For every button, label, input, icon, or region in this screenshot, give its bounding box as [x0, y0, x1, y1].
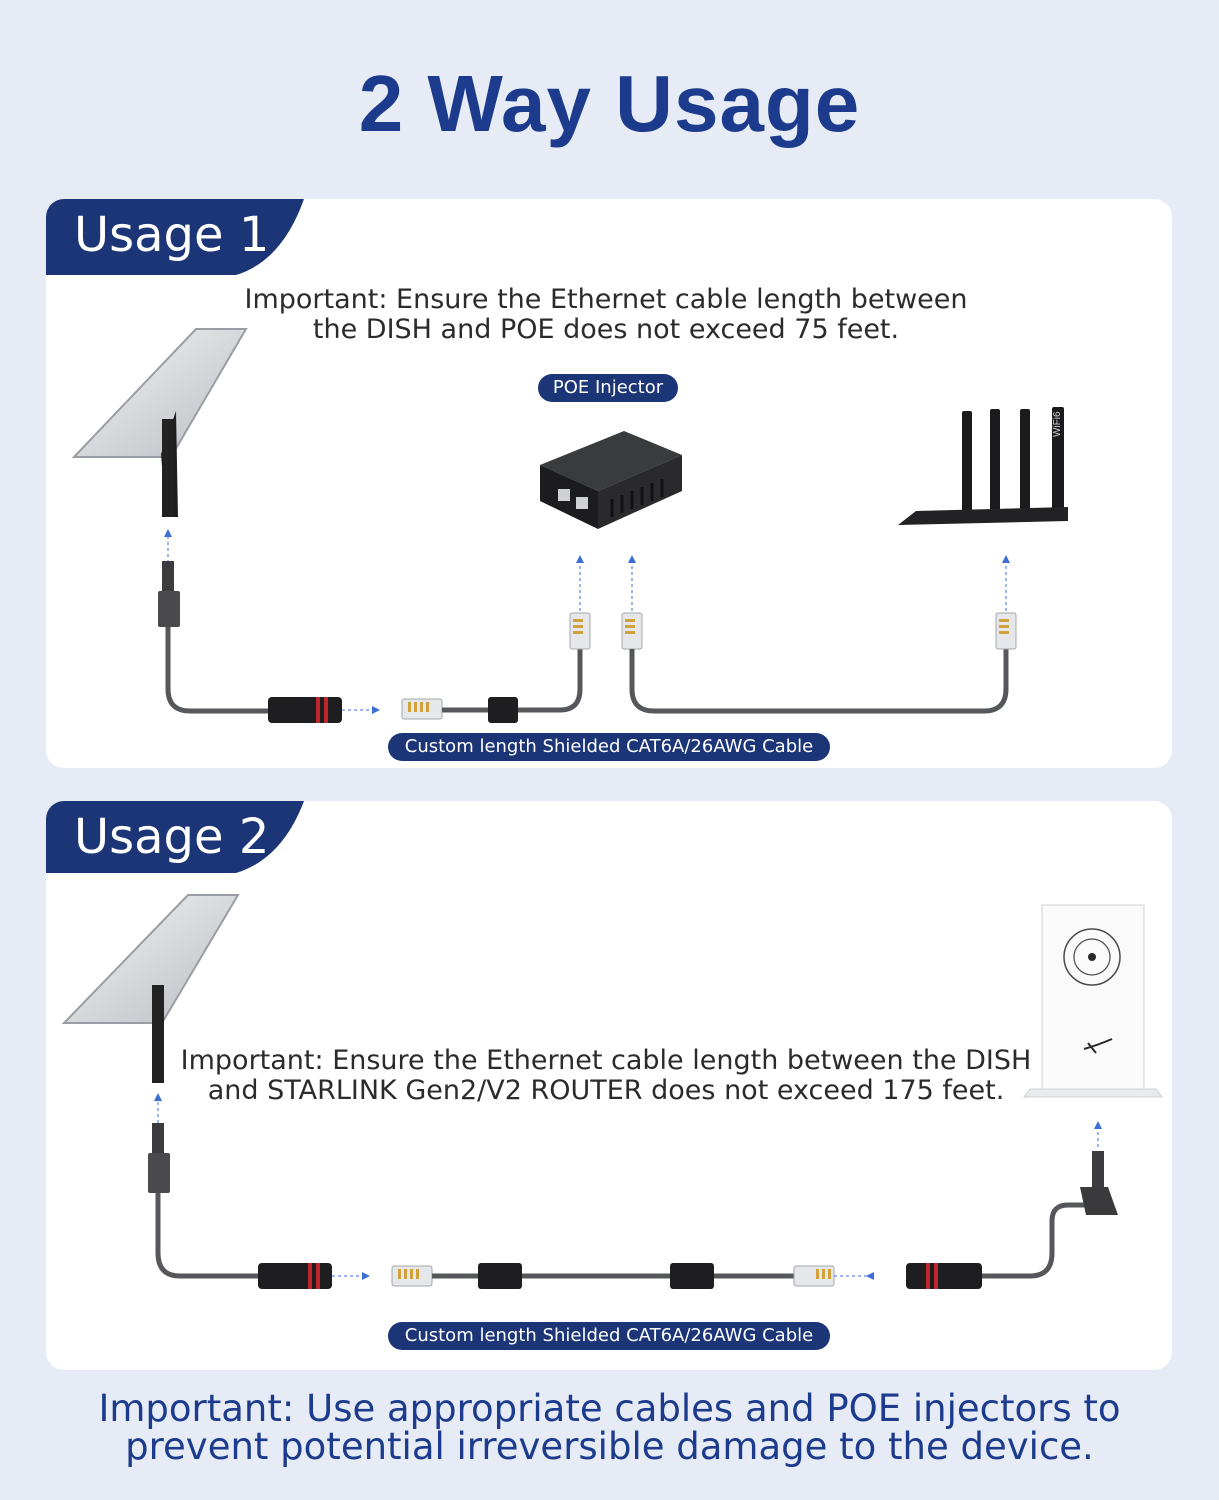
footer-line-1: Important: Use appropriate cables and PO… — [98, 1387, 1121, 1430]
rj45-plug-icon — [621, 612, 643, 650]
rj45-plug-icon — [569, 612, 591, 650]
usage-1-panel: WiFi6 Usage 1 Important: Ensure the Ethe… — [46, 199, 1172, 768]
rj45-plug-icon — [401, 698, 443, 720]
usage-2-tab-shape — [46, 801, 304, 873]
router-mark: WiFi6 — [1052, 411, 1063, 437]
coupler-icon — [478, 1263, 522, 1289]
usage-1-note-line-1: Important: Ensure the Ethernet cable len… — [244, 284, 968, 315]
waterproof-connector-icon — [258, 1263, 332, 1289]
dish-plug-icon — [158, 561, 180, 627]
usage-2-tab: Usage 2 — [74, 809, 270, 865]
footer-line-2: prevent potential irreversible damage to… — [125, 1425, 1094, 1468]
waterproof-connector-icon — [906, 1263, 982, 1289]
starlink-dish-icon — [71, 328, 248, 517]
usage-1-tab: Usage 1 — [74, 207, 270, 263]
usage-1-note-line-2: the DISH and POE does not exceed 75 feet… — [312, 314, 900, 345]
usage-1-diagram: WiFi6 — [71, 328, 1068, 723]
usage-2-cable-label: Custom length Shielded CAT6A/26AWG Cable — [388, 1322, 830, 1350]
usage-2-diagram — [61, 894, 1163, 1289]
page-title: 2 Way Usage — [358, 59, 861, 148]
usage-1-tab-shape — [46, 199, 304, 275]
coupler-icon — [488, 697, 518, 723]
rj45-plug-icon — [995, 612, 1017, 650]
dish-plug-icon — [148, 1123, 170, 1193]
waterproof-connector-icon — [268, 697, 342, 723]
rj45-plug-icon — [793, 1265, 835, 1287]
starlink-router-icon — [1023, 904, 1163, 1098]
poe-injector-label: POE Injector — [538, 374, 678, 402]
starlink-dish-icon — [61, 894, 240, 1083]
usage-2-panel: Usage 2 Important: Ensure the Ethernet c… — [46, 801, 1172, 1370]
usage-2-note-line-2: and STARLINK Gen2/V2 ROUTER does not exc… — [207, 1075, 1005, 1106]
usage-2-note: Important: Ensure the Ethernet cable len… — [166, 1046, 1046, 1106]
router-plug-icon — [1080, 1151, 1118, 1215]
usage-1-cable-label: Custom length Shielded CAT6A/26AWG Cable — [388, 733, 830, 761]
wifi-router-icon: WiFi6 — [898, 407, 1068, 525]
usage-2-note-line-1: Important: Ensure the Ethernet cable len… — [180, 1045, 1032, 1076]
usage-1-note: Important: Ensure the Ethernet cable len… — [196, 285, 1016, 345]
footer-warning: Important: Use appropriate cables and PO… — [0, 1390, 1219, 1466]
poe-injector-icon — [540, 431, 682, 529]
coupler-icon — [670, 1263, 714, 1289]
rj45-plug-icon — [391, 1265, 433, 1287]
